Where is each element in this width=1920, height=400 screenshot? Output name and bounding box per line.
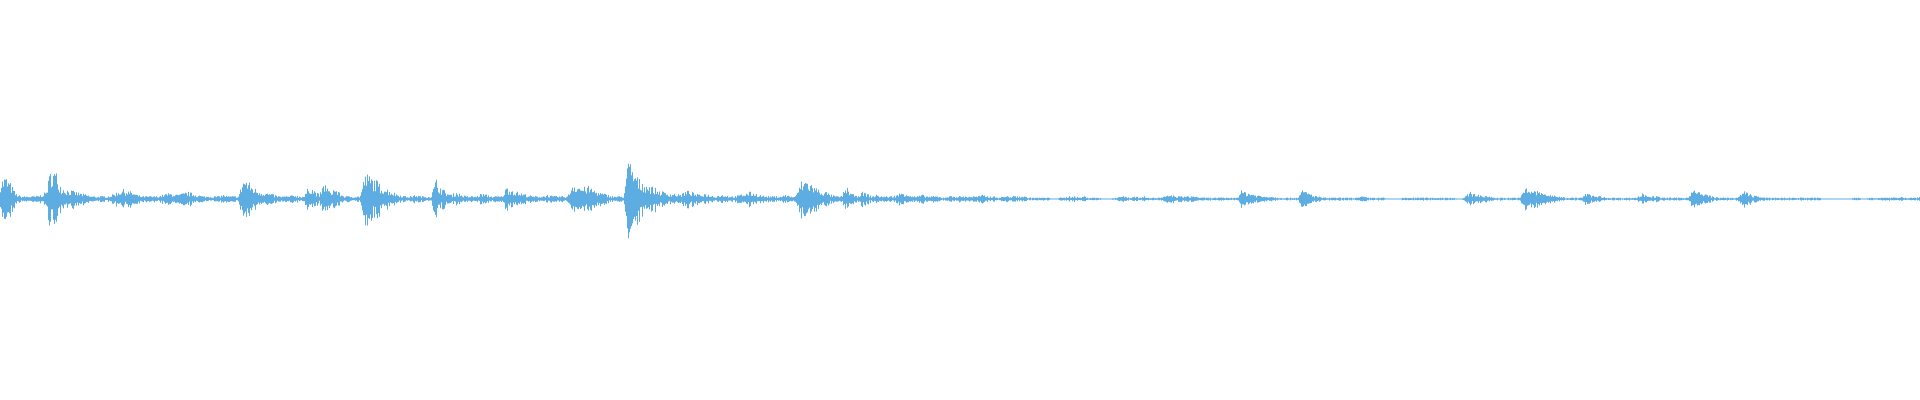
waveform-path <box>0 163 1920 239</box>
waveform-bars <box>0 163 1920 239</box>
